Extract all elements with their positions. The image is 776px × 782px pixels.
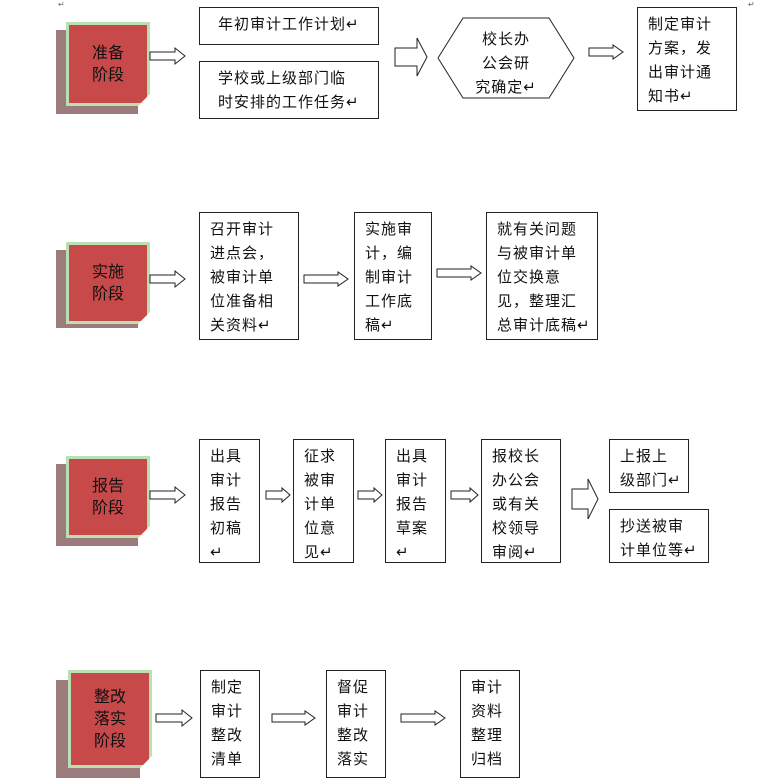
leader-review-box: 报校长 办公会 或有关 校领导 审阅↵: [481, 439, 561, 563]
arrow-report-to-review: [450, 486, 479, 504]
exchange-opinion-box: 就有关问题 与被审计单 位交换意 见，整理汇 总审计底稿↵: [486, 212, 598, 340]
stage-preparation: 准备 阶段: [56, 20, 152, 116]
stage-fold-corner: [138, 312, 150, 324]
hexagon-label: 校长办 公会研 究确定↵: [475, 30, 537, 96]
supervise-rectification-box: 督促 审计 整改 落实↵: [326, 670, 386, 778]
arrow-entry-to-papers: [303, 271, 349, 287]
stage-label: 报告 阶段: [91, 476, 124, 517]
arrow-rect-to-list: [155, 708, 193, 728]
arrow-plan-to-meeting: [394, 37, 428, 77]
working-papers-box: 实施审 计，编 制审计 工作底 稿↵: [354, 212, 432, 340]
stage-card: 整改 落实 阶段: [68, 670, 152, 768]
stage-report: 报告 阶段: [56, 454, 152, 550]
arrow-list-to-supervise: [271, 710, 316, 726]
arrow-supervise-to-archive: [400, 710, 446, 726]
stage-label: 准备 阶段: [91, 43, 124, 84]
stage-label: 整改 落实 阶段: [93, 687, 126, 750]
arrow-prep-to-plan: [149, 46, 186, 66]
submit-superior-box: 上报上 级部门↵: [609, 439, 689, 493]
stage-implementation: 实施 阶段: [56, 240, 152, 336]
stage-card: 实施 阶段: [66, 242, 150, 324]
stage-fold-corner: [138, 526, 150, 538]
solicit-opinion-box: 征求 被审 计单 位意 见↵: [293, 439, 354, 563]
stage-fold-corner: [138, 94, 150, 106]
arrow-report-to-draft: [149, 485, 186, 505]
arrow-papers-to-exchange: [436, 265, 482, 281]
stage-fold-corner: [140, 756, 152, 768]
draft-report-box: 出具 审计 报告 初稿↵: [199, 439, 260, 563]
principal-meeting-hexagon: 校长办 公会研 究确定↵: [437, 17, 575, 99]
stage-card: 报告 阶段: [66, 456, 150, 538]
audit-notice-box: 制定审计 方案，发 出审计通 知书↵: [637, 7, 737, 111]
arrow-opinion-to-report: [357, 486, 383, 504]
temporary-task-box: 学校或上级部门临 时安排的工作任务↵: [199, 61, 379, 119]
paragraph-mark-right: ↵: [748, 0, 755, 9]
paragraph-mark-left: ↵: [58, 0, 65, 9]
archive-box: 审计 资料 整理 归档↵: [460, 670, 520, 778]
hexagon-shape: [437, 17, 575, 99]
copy-auditee-box: 抄送被审 计单位等↵: [609, 509, 709, 563]
stage-card: 准备 阶段: [66, 22, 150, 106]
arrow-draft-to-opinion: [265, 486, 291, 504]
arrow-review-to-outputs: [571, 478, 599, 520]
arrow-impl-to-entry: [149, 269, 186, 289]
entry-meeting-box: 召开审计 进点会， 被审计单 位准备相 关资料↵: [199, 212, 299, 340]
rectification-list-box: 制定 审计 整改 清单↵: [200, 670, 260, 778]
annual-plan-box: 年初审计工作计划↵: [199, 7, 379, 45]
stage-label: 实施 阶段: [91, 262, 124, 303]
stage-rectification: 整改 落实 阶段: [56, 668, 156, 780]
arrow-meeting-to-notice: [588, 44, 624, 60]
report-draft-box: 出具 审计 报告 草案↵: [385, 439, 446, 563]
